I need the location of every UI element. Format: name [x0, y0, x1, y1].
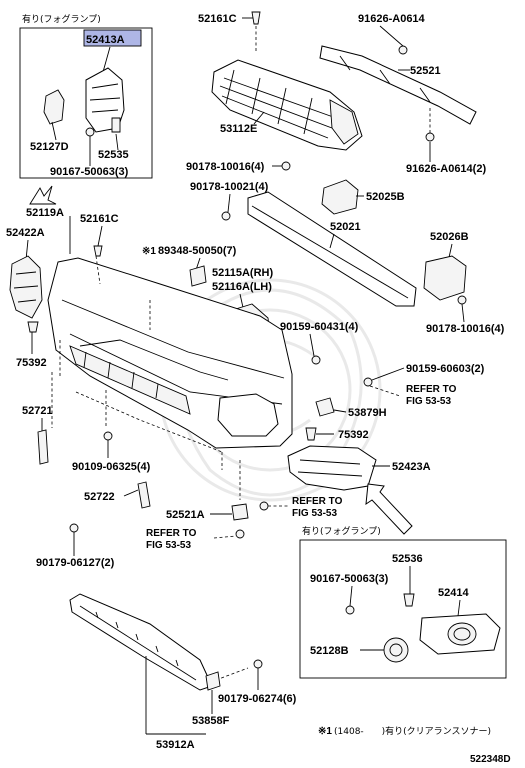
label-75392-left: 75392	[16, 357, 47, 369]
highlight-52413A	[83, 29, 142, 47]
footnote-prefix: ※1	[318, 726, 332, 737]
footnote-text: (1408- )有り(クリアランスソナー)	[334, 725, 491, 737]
fog-lamp-hole	[217, 393, 279, 437]
retainer-52521A-part	[231, 503, 249, 521]
label-52422A: 52422A	[6, 227, 45, 239]
label-53858F: 53858F	[192, 715, 230, 727]
label-52521A: 52521A	[166, 509, 205, 521]
label-53112E: 53112E	[220, 123, 257, 135]
grille-part	[211, 59, 363, 151]
label-52026B: 52026B	[430, 231, 469, 243]
box-title-right: 有り(フォグランプ)	[302, 525, 381, 537]
refer-1-line2: FIG 53-53	[406, 396, 451, 407]
label-52161C-top: 52161C	[198, 13, 237, 25]
label-52721: 52721	[22, 405, 53, 417]
screw-icon	[363, 377, 373, 387]
bumper-retainer-upper-part	[319, 45, 477, 125]
label-52127D: 52127D	[30, 141, 69, 153]
label-52423A: 52423A	[392, 461, 431, 473]
detail-arrow	[365, 483, 413, 535]
clip-icon	[305, 427, 317, 441]
nut-icon	[221, 211, 231, 221]
label-52128B: 52128B	[310, 645, 349, 657]
label-52722: 52722	[84, 491, 115, 503]
front-direction-arrow	[29, 185, 57, 205]
lower-spoiler-part	[69, 593, 213, 691]
fog-lamp-box-left: 有り(フォグランプ) 52413A 52127D 52535 90167-500…	[19, 13, 153, 179]
nut-icon	[281, 161, 291, 171]
label-52413A: 52413A	[86, 34, 125, 46]
refer-2-line2: FIG 53-53	[292, 508, 337, 519]
label-89348-50050: 89348-50050(7)	[158, 245, 237, 257]
nut-icon	[457, 295, 467, 305]
clip-icon	[93, 245, 103, 257]
refer-3-line2: FIG 53-53	[146, 540, 191, 551]
label-52021: 52021	[330, 221, 361, 233]
label-90178-10021: 90178-10021(4)	[190, 181, 269, 193]
side-seal-left-part	[37, 429, 49, 465]
screw-icon	[253, 659, 263, 669]
label-90159-60431: 90159-60431(4)	[280, 321, 359, 333]
label-90178-10016-b: 90178-10016(4)	[426, 323, 505, 335]
fog-lamp-box-right: 有り(フォグランプ) 52536 90167-50063(3) 52414 52…	[299, 525, 507, 679]
side-seal-right-part	[137, 481, 151, 509]
refer-1-line1: REFER TO	[406, 384, 457, 395]
label-90167-50063-b: 90167-50063(3)	[310, 573, 389, 585]
fog-lamp-cover-right-part	[287, 445, 377, 491]
label-90109-06325: 90109-06325(4)	[72, 461, 151, 473]
fog-lamp-part	[43, 89, 65, 125]
diagram-id: 522348D	[470, 754, 511, 765]
bolt-icon	[398, 45, 408, 55]
clip-icon	[27, 321, 39, 333]
label-52119A: 52119A	[26, 207, 64, 219]
screw-icon	[85, 127, 95, 137]
screw-icon	[259, 501, 269, 511]
label-90159-60603: 90159-60603(2)	[406, 363, 485, 375]
fog-lamp-ring-part	[383, 637, 409, 663]
refer-3-line1: REFER TO	[146, 528, 197, 539]
label-52116A: 52116A(LH)	[212, 281, 272, 293]
bolt-icon	[425, 132, 435, 142]
lower-grille-opening	[69, 345, 191, 415]
label-52025B: 52025B	[366, 191, 405, 203]
screw-icon	[345, 605, 355, 615]
label-53879H: 53879H	[348, 407, 387, 419]
screw-icon	[235, 529, 245, 539]
fog-lamp-cover-part	[85, 67, 125, 133]
label-91626-A0614-2: 91626-A0614(2)	[406, 163, 486, 175]
label-52414: 52414	[438, 587, 469, 599]
clip-icon	[251, 11, 261, 25]
label-52161C-left: 52161C	[80, 213, 119, 225]
label-90179-06274: 90179-06274(6)	[218, 693, 297, 705]
bracket-icon	[403, 593, 415, 607]
screw-icon	[69, 523, 79, 533]
bracket-52025B-part	[321, 179, 359, 215]
sensor-retainer-part	[189, 265, 207, 287]
refer-2-line1: REFER TO	[292, 496, 343, 507]
bracket-52026B-part	[423, 255, 467, 301]
label-52521: 52521	[410, 65, 441, 77]
note-marker: ※1	[142, 246, 156, 257]
label-90178-10016-a: 90178-10016(4)	[186, 161, 265, 173]
label-52536: 52536	[392, 553, 423, 565]
label-90167-50063-a: 90167-50063(3)	[50, 166, 129, 178]
screw-icon	[311, 355, 321, 365]
label-75392-right: 75392	[338, 429, 369, 441]
label-91626-A0614: 91626-A0614	[358, 13, 426, 25]
label-52535: 52535	[98, 149, 129, 161]
label-52115A: 52115A(RH)	[212, 267, 273, 279]
label-53912A: 53912A	[156, 739, 195, 751]
label-90179-06127: 90179-06127(2)	[36, 557, 115, 569]
box-title-left: 有り(フォグランプ)	[22, 13, 101, 25]
retainer-53858F-part	[205, 671, 221, 691]
screw-icon	[103, 431, 113, 441]
retainer-53879H-part	[315, 397, 335, 417]
